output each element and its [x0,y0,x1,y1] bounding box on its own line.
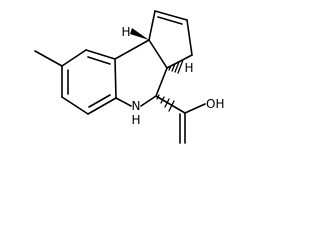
bond-c3a-c4 [155,67,168,97]
atom-label-mid-hydrogen: H [184,61,193,75]
atom-label-hydroxyl: OH [206,97,224,111]
bond-methyl [34,50,63,67]
bond-ring-top [85,49,116,60]
atom-label-top-hydrogen: H [121,25,130,39]
bond-ring-inner-3 [88,94,111,108]
bond-c9b-c1 [148,10,156,41]
bond-c2-c3 [186,19,193,56]
bond-c1-c2-inner [157,16,183,25]
bond-c4-n [140,95,157,107]
atom-label-nitrogen: N [132,99,141,113]
bond-ring-bottom [87,97,117,115]
hash-bond-mid-h [168,59,184,74]
bond-ring-lowleft [61,96,89,115]
bond-n-c5a [115,97,132,107]
bond-ring-inner-1 [87,56,111,65]
bond-c4-carboxyl [155,95,186,114]
benzene-ring [61,49,117,115]
atom-label-nitrogen-h: H [131,113,140,127]
chemical-structure: N H OH H H [34,10,224,144]
bond-ring-fused [114,58,117,99]
bond-ring-upleft [61,49,87,67]
bond-c1-c2 [154,10,188,21]
bond-c-oh [184,103,206,114]
wedge-bond-top-h [130,28,149,40]
hash-bond-carboxyl [156,94,175,112]
bond-c9a-c9b [114,39,150,60]
bond-c9b-c3a [148,39,168,69]
